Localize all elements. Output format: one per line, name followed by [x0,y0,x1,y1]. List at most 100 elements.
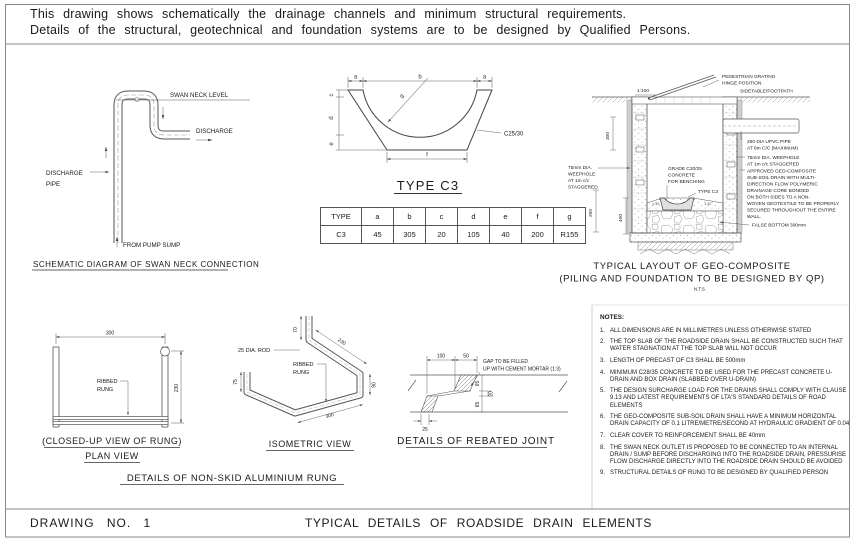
note-text: THE TOP SLAB OF THE ROADSIDE DRAIN SHALL… [610,339,843,353]
false-bottom-label: FALSE BOTTOM 300mm [752,223,806,229]
note-item: 5. THE DESIGN SURCHARGE LOAD FOR THE DRAI… [600,388,850,409]
c3-dim-left [336,89,387,151]
geo-dims [593,116,629,235]
c3-radius-line [387,77,429,123]
slope-label: 1:100 [637,88,649,94]
joint-dim-25: 25 [422,427,428,433]
weephole-right-label-2: AT 1m c/c STAGGERED [747,162,800,168]
note-item: 4.MINIMUM C28/35 CONCRETE TO BE USED FOR… [600,370,850,384]
note-text: STRUCTURAL DETAILS OF RUNG TO BE DESIGNE… [610,470,829,477]
geocomposite-label-8: WALL. [747,214,761,220]
c3-dim-a1: a [354,75,358,81]
geo-nts: N.T.S. [694,287,706,292]
break-mark-left [407,379,417,392]
table-header-cell: c [425,207,458,226]
false-bottom [646,210,724,234]
table-cell: 40 [489,225,522,244]
table-header-cell: TYPE [320,207,362,226]
notes-panel: NOTES: 1. ALL DIMENSIONS ARE IN MILLIMETR… [600,314,850,482]
geo-dim-400: 400 [618,214,624,222]
swan-neck-diagram: SWAN NECK LEVEL DISCHARGE DISCHARGE PIPE… [32,90,259,271]
table-cell: 305 [393,225,426,244]
c3-dim-b: b [418,75,422,81]
table-header-cell: g [553,207,586,226]
title-block: DRAWING NO. 1 TYPICAL DETAILS OF ROADSID… [0,509,855,537]
note-item: 3.LENGTH OF PRECAST OF C3 SHALL BE 500mm [600,358,850,365]
note-number: 1. [600,327,606,334]
joint-dim-65a: 65 [475,381,481,387]
weephole-left-label-4: STAGGERED [568,185,598,191]
joint-dim-65b: 65 [475,402,481,408]
weephole-left-label-1: 75mm DIA. [568,165,592,171]
table-row: C3 45 305 20 105 40 200 R155 [320,225,586,244]
plan-title-2: PLAN VIEW [85,451,139,461]
c3-dim-a2: a [483,75,487,81]
benching-label-2: CONCRETE [668,173,695,179]
geocomposite-lining-left [626,99,633,234]
geo-title-2: (PILING AND FOUNDATION TO BE DESIGNED BY… [559,274,824,285]
iso-ribbed-label-1: RIBBED [293,362,314,368]
note-item: 9. STRUCTURAL DETAILS OF RUNG TO BE DESIG… [600,470,850,477]
upvc-pipe-label-2: AT 6m C/C (MAXIMUM) [747,146,798,152]
rung-bar-2 [52,421,169,425]
grating-label-2: HINGE POSITION [722,81,762,87]
upvc-pipe-label-1: 250 DIA UPVC PIPE [747,139,791,145]
iso-title: ISOMETRIC VIEW [269,439,352,449]
c3-material-label: C25/30 [504,132,524,138]
joint-title: DETAILS OF REBATED JOINT [397,436,555,447]
from-pump-sump-label: FROM PUMP SUMP [123,242,180,249]
swan-neck-level-label: SWAN NECK LEVEL [170,92,229,99]
swan-neck-title: SCHEMATIC DIAGRAM OF SWAN NECK CONNECTIO… [33,260,259,269]
note-number: 5. [600,388,606,395]
note-text: THE GEO-COMPOSITE SUB-SOIL DRAIN SHALL H… [610,414,850,428]
benching-label-3: FOR BENCHING [668,179,705,185]
weepholes [635,114,736,200]
c3-dim-d: d [329,116,335,119]
joint-dim-20: 20 [489,391,495,397]
header-line-2: Details of the structural, geotechnical … [30,22,691,37]
c3-dim-c: c [329,94,335,97]
geocomposite-label-2: SUB-SOIL DRAIN WITH MULTI- [747,175,816,181]
geo-composite-layout: 300 200 400 PEDESTRIAN GRATING HINGE POS… [559,74,840,292]
c3-dim-e: e [329,142,335,146]
type-c3-title: TYPE C3 [397,178,460,193]
rebated-joint-detail: 100 50 65 20 65 25 GAP TO BE FILLED UP W… [397,354,568,448]
c3-dim-top [347,77,493,88]
c3-dim-f: f [426,153,428,159]
plan-dim-300: 300 [106,331,115,337]
rung-plan-view: 300 230 RIBBED RUNG (CLOSED-UP VIEW OF R… [42,331,184,463]
type-c3-ref-label: TYPE C3 [698,189,718,195]
note-text: THE SWAN NECK OUTLET IS PROPOSED TO BE C… [610,444,847,465]
rung-bar-1 [52,416,169,420]
sheet-borders [5,4,850,538]
rung-anchor-circle [160,346,170,357]
table-header-cell: a [361,207,394,226]
iso-dim-75: 75 [233,379,239,385]
iso-dim-70: 70 [293,327,299,333]
joint-gap-label-1: GAP TO BE FILLED [483,359,528,365]
c3-dim-bottom [386,152,468,163]
c3-channel-in-section [659,197,695,211]
iso-dims [240,315,371,423]
plan-title-1: (CLOSED-UP VIEW OF RUNG) [42,436,182,446]
c3-dimension-table: TYPE a b c d e f g C3 45 305 20 105 40 2… [320,207,586,244]
lean-concrete [637,241,734,251]
discharge-label: DISCHARGE [196,128,233,135]
note-number: 9. [600,470,606,477]
note-text: ALL DIMENSIONS ARE IN MILLIMETRES UNLESS… [610,327,812,334]
geo-dim-300: 300 [605,132,611,140]
iso-dim-300: 300 [325,412,335,420]
note-text: THE DESIGN SURCHARGE LOAD FOR THE DRAINS… [610,388,847,409]
bench-slope-right: 1:30 [704,202,711,206]
table-cell: 45 [361,225,394,244]
drawing-number: DRAWING NO. 1 [30,516,152,530]
sheet-title: TYPICAL DETAILS OF ROADSIDE DRAIN ELEMEN… [305,516,652,530]
geocomposite-label-4: DRAINAGE CORE BONDED [747,188,810,194]
note-item: 6.THE GEO-COMPOSITE SUB-SOIL DRAIN SHALL… [600,414,850,428]
top-slab [631,96,738,105]
weephole-left-label-3: AT 1m c/c [568,178,590,184]
iso-ribbed-label-2: RUNG [293,370,309,376]
grating-label-1: PEDESTRIAN GRATING [722,74,776,80]
notes-heading: NOTES: [600,314,625,321]
